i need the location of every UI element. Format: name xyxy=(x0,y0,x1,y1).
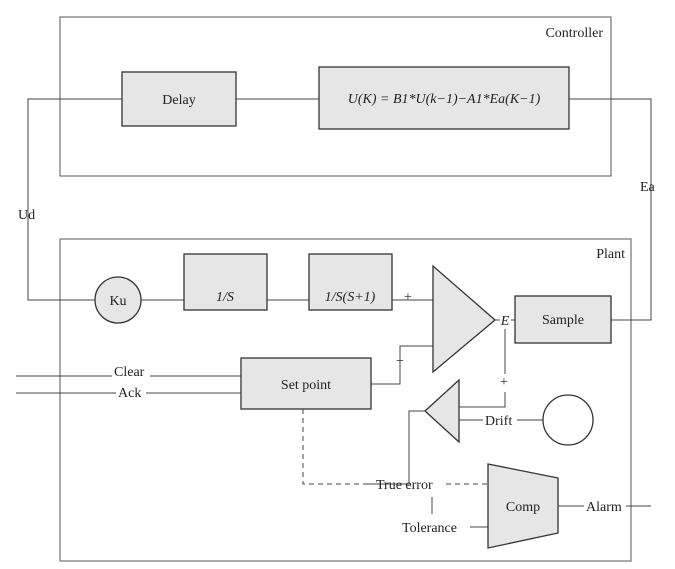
plus-sign-top: + xyxy=(404,290,412,305)
setpoint-block xyxy=(240,357,372,410)
wire-ea xyxy=(569,98,652,321)
wire-to-drift-amp xyxy=(459,392,506,408)
integrator-label: 1/S xyxy=(216,290,234,305)
tolerance-label: Tolerance xyxy=(402,521,457,536)
delay-label: Delay xyxy=(162,93,195,108)
plant-title: Plant xyxy=(596,247,625,262)
ku-label: Ku xyxy=(109,294,126,309)
ea-label: Ea xyxy=(640,180,656,195)
wire-drift-amp-out xyxy=(368,410,425,485)
transfer-label: 1/S(S+1) xyxy=(325,290,376,305)
wire-true-error-dashed xyxy=(302,409,370,485)
alarm-label: Alarm xyxy=(586,500,622,515)
delay-block xyxy=(121,71,237,127)
integrator-block xyxy=(183,253,268,311)
sample-label: Sample xyxy=(542,313,584,328)
sample-block xyxy=(514,295,612,344)
ud-label: Ud xyxy=(18,208,35,223)
drift-label: Drift xyxy=(485,414,512,429)
true-error-label: True error xyxy=(376,478,433,493)
control-equation-block xyxy=(318,66,570,130)
transfer-block xyxy=(308,253,393,311)
comp-label: Comp xyxy=(506,500,540,515)
wire-ud xyxy=(27,98,122,301)
comparator-block xyxy=(487,463,559,549)
drift-source-circle xyxy=(542,394,594,446)
summing-amplifier xyxy=(432,264,497,374)
minus-sign: − xyxy=(396,354,404,369)
control-equation-label: U(K) = B1*U(k−1)−A1*Ea(K−1) xyxy=(348,92,541,107)
controller-title: Controller xyxy=(545,26,603,41)
e-label: E xyxy=(500,314,510,329)
plus-sign-bottom: + xyxy=(500,375,508,390)
ack-label: Ack xyxy=(118,386,141,401)
clear-label: Clear xyxy=(114,365,145,380)
drift-amplifier xyxy=(424,378,460,444)
wire-setpoint-to-summer xyxy=(371,345,433,385)
setpoint-label: Set point xyxy=(281,378,331,393)
